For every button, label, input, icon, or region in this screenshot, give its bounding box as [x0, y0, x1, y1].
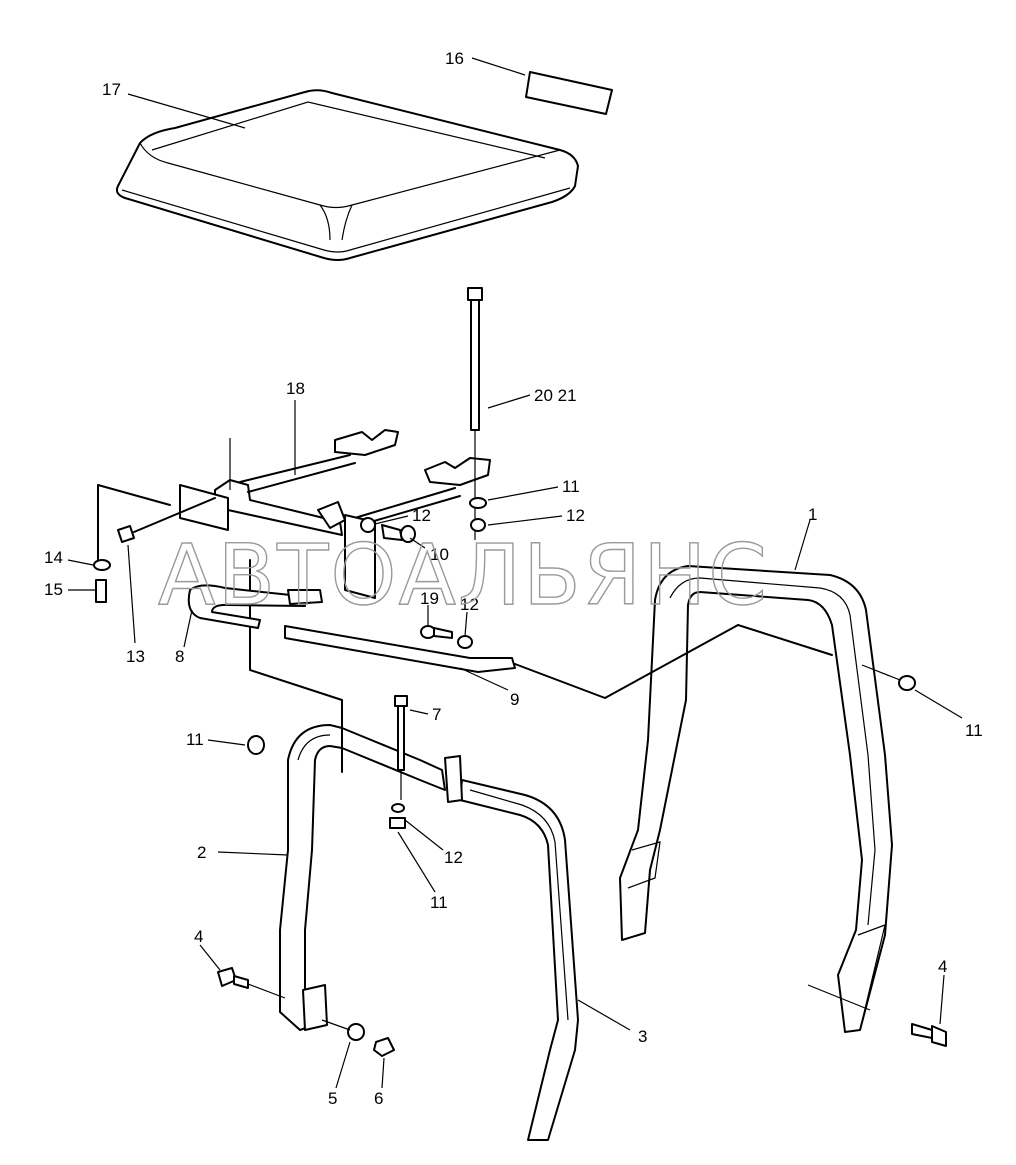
nut-11-right	[898, 675, 916, 691]
callout-19: 19	[420, 589, 439, 608]
roof-panel	[115, 89, 579, 261]
callout-3: 3	[638, 1027, 647, 1046]
callout-1: 1	[808, 505, 817, 524]
callout-2: 2	[197, 843, 206, 862]
callout-12-top: 12	[566, 506, 585, 525]
leader-nut-right	[861, 664, 901, 681]
mounting-plate	[97, 484, 376, 773]
frame-arch-1	[619, 565, 893, 1033]
leader-washer	[321, 1019, 351, 1031]
bolt-4-left	[217, 967, 286, 999]
connector-line	[514, 624, 833, 699]
rod-9	[284, 625, 516, 673]
nut-6	[373, 1037, 395, 1057]
washer-12-mid	[457, 635, 473, 649]
bolt-20-21	[467, 287, 483, 540]
callout-11-left: 11	[186, 730, 204, 749]
callout-labels: 17 16 18 20 21 11 12 12 10 1 14 15 13 8 …	[44, 49, 983, 1108]
callout-11-low: 11	[430, 893, 448, 912]
callout-11-right: 11	[965, 721, 983, 740]
callout-7: 7	[432, 705, 441, 724]
callout-12-mid: 12	[460, 595, 479, 614]
callout-15: 15	[44, 580, 63, 599]
callout-17: 17	[102, 80, 121, 99]
rail-bracket-18	[214, 429, 491, 536]
callout-10: 10	[430, 545, 449, 564]
bolt-7	[394, 695, 408, 800]
leader-lines	[67, 57, 963, 1089]
washer-14	[93, 559, 111, 571]
washer-12-top	[470, 518, 486, 532]
bolt-15	[95, 579, 107, 603]
callout-9: 9	[510, 690, 519, 709]
callout-8: 8	[175, 647, 184, 666]
callout-5: 5	[328, 1089, 337, 1108]
callout-4-left: 4	[194, 927, 203, 946]
nut-11-left	[247, 735, 265, 755]
callout-4-right: 4	[938, 957, 947, 976]
label-strip	[525, 71, 613, 115]
washer-12-low	[391, 803, 405, 813]
nut-11-top	[469, 497, 487, 509]
callout-20-21: 20 21	[534, 386, 577, 405]
frame-arch-3	[341, 727, 579, 1141]
callout-11-top: 11	[562, 477, 580, 496]
bolt-10	[360, 517, 416, 543]
bolt-19	[420, 625, 453, 639]
callout-12-low: 12	[444, 848, 463, 867]
bolt-13	[117, 497, 216, 543]
callout-6: 6	[374, 1089, 383, 1108]
callout-16: 16	[445, 49, 464, 68]
watermark: АВТОАЛЬЯНС	[158, 526, 769, 624]
frame-arch-2	[279, 724, 343, 1031]
nut-11-low	[389, 817, 406, 829]
callout-12-bolt: 12	[412, 506, 431, 525]
washer-5	[347, 1023, 365, 1041]
callout-18: 18	[286, 379, 305, 398]
callout-13: 13	[126, 647, 145, 666]
bolt-4-right	[807, 984, 947, 1047]
callout-14: 14	[44, 548, 63, 567]
